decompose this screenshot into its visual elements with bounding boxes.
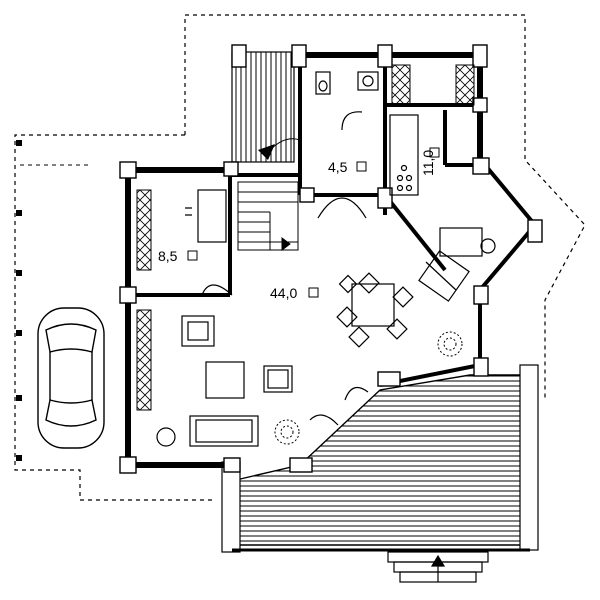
bathroom-area-label: 4,5: [328, 159, 348, 175]
kitchen-area-label: 11,0: [420, 149, 436, 176]
log-corners: [119, 44, 543, 474]
windows: [136, 64, 475, 411]
bedroom-area-label: 8,5: [158, 248, 178, 264]
car-icon: [37, 307, 105, 449]
interior-stairs: [237, 181, 299, 251]
terrace-steps: [387, 551, 489, 583]
entrance-stairs: [231, 51, 295, 163]
kitchen-fixtures: [389, 114, 496, 302]
plant-icon: [274, 331, 463, 445]
living-furniture: [156, 315, 293, 447]
dining-table: [336, 272, 414, 348]
bedroom-furniture: [185, 189, 227, 243]
area-markers: [187, 147, 440, 298]
terrace-deck: [221, 364, 539, 553]
doors: [201, 111, 369, 426]
bathroom-fixtures: [315, 71, 379, 95]
entrance-arrow-icon: [258, 138, 301, 160]
living-room-area-label: 44,0: [270, 285, 298, 301]
site-boundary: [14, 14, 586, 501]
driveway-marks: [16, 140, 90, 461]
